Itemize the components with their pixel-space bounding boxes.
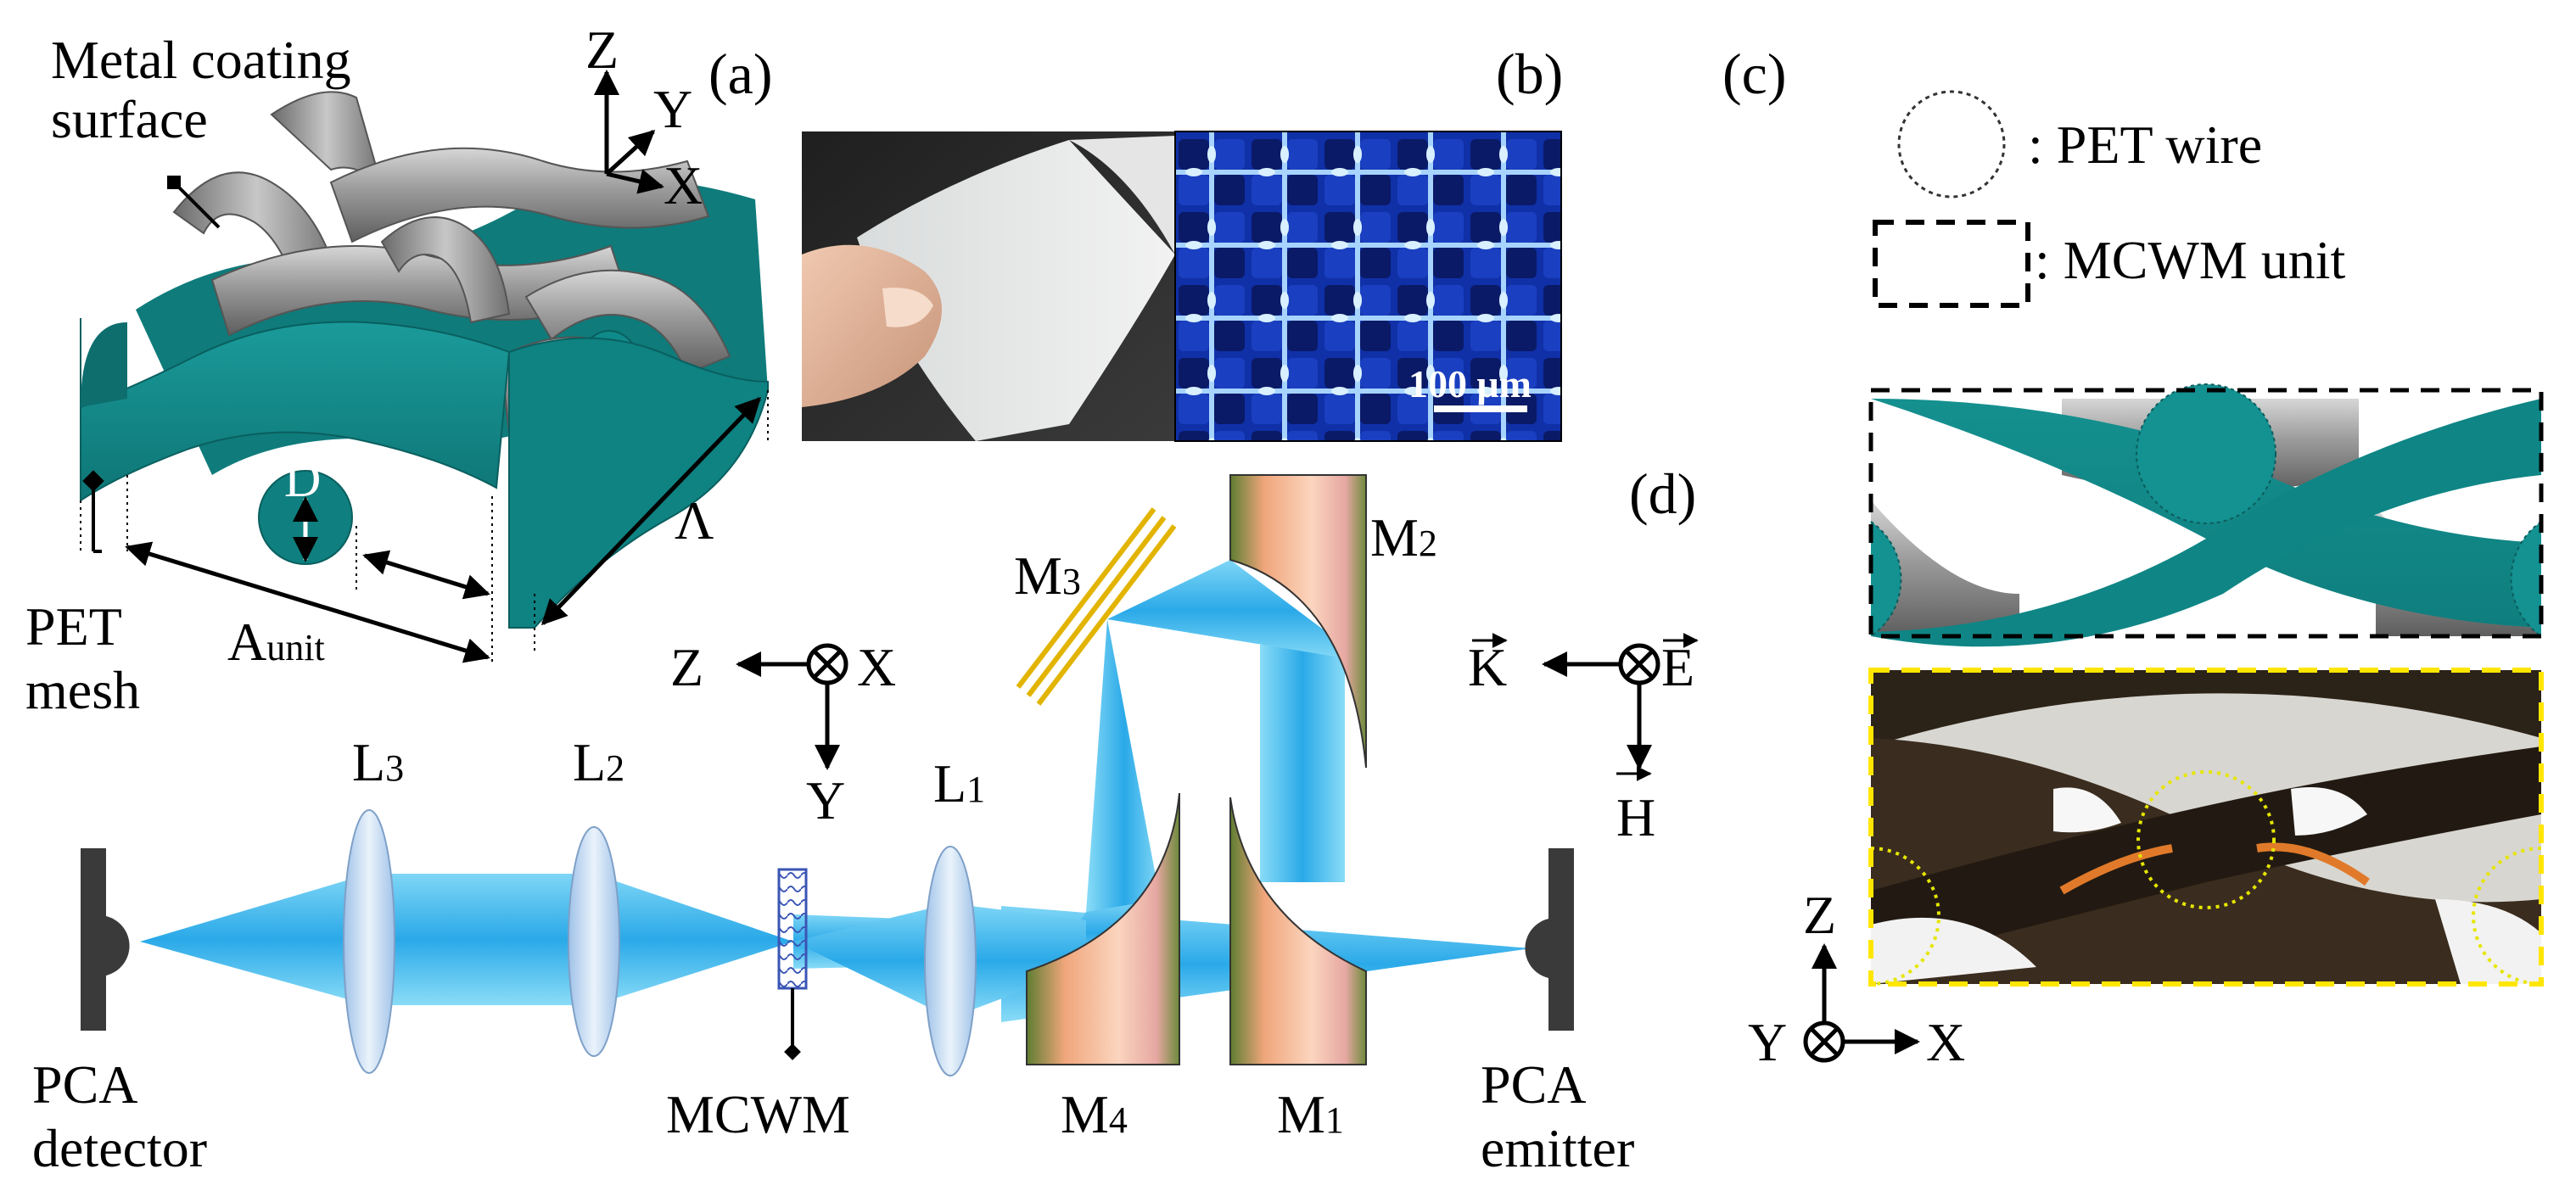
dim-d-label: D bbox=[284, 451, 321, 507]
mirror-m1 bbox=[1229, 797, 1367, 1065]
pca-emitter bbox=[1525, 848, 1574, 1031]
panel-label-c: (c) bbox=[1722, 42, 1786, 106]
field-triad bbox=[1472, 633, 1699, 781]
pointers bbox=[82, 176, 221, 553]
lens-l2-label: L2 bbox=[573, 732, 624, 792]
scale-bar bbox=[1434, 405, 1527, 412]
axis-z-label-a: Z bbox=[585, 20, 619, 80]
mirror-m4 bbox=[1026, 792, 1180, 1065]
legend-pet-wire-label: : PET wire bbox=[2028, 115, 2262, 175]
dim-lambda-label: Λ bbox=[675, 490, 714, 551]
axis-x-label-a: X bbox=[664, 155, 703, 215]
panel-b: 100 μm (b) bbox=[802, 42, 1563, 442]
lens-l3 bbox=[343, 809, 395, 1074]
field-h-label: H bbox=[1616, 787, 1655, 847]
micrograph-weave bbox=[1175, 131, 1561, 441]
mirror-m2-label: M2 bbox=[1370, 507, 1437, 567]
pet-mesh-label-line1: PET bbox=[25, 596, 122, 657]
mirror-m4-label: M4 bbox=[1061, 1084, 1128, 1144]
axis-y-label-a: Y bbox=[653, 79, 692, 139]
dim-a-subscript: unit bbox=[266, 627, 324, 668]
panel-label-d: (d) bbox=[1629, 461, 1696, 526]
field-k-label: K bbox=[1468, 637, 1507, 697]
legend-mcwm-unit-label: : MCWM unit bbox=[2035, 230, 2345, 290]
lens-l1 bbox=[924, 846, 977, 1076]
dimension-arrows bbox=[125, 396, 762, 663]
axis-y-label-c: Y bbox=[1748, 1012, 1787, 1072]
axes-c bbox=[1803, 943, 1920, 1063]
dim-w-label: W bbox=[361, 505, 409, 561]
panel-label-b: (b) bbox=[1496, 42, 1563, 106]
lens-l3-label: L3 bbox=[352, 732, 404, 792]
pet-mesh-label-line2: mesh bbox=[25, 660, 140, 720]
axis-y-label-d: Y bbox=[806, 770, 845, 830]
pca-detector bbox=[81, 848, 130, 1031]
field-e-label: E bbox=[1661, 637, 1694, 697]
detector-label-line1: PCA bbox=[32, 1054, 138, 1115]
sample-mcwm bbox=[777, 868, 808, 990]
emitter-label-line2: emitter bbox=[1481, 1118, 1634, 1178]
unit-cell-schematic bbox=[1868, 383, 2544, 647]
mirror-m3-label: M3 bbox=[1014, 545, 1081, 606]
axis-x-label-d: X bbox=[857, 637, 896, 697]
dim-a-label: Aunit bbox=[227, 612, 325, 672]
axes-d-sample bbox=[736, 643, 848, 770]
unit-cell-micrograph bbox=[1868, 668, 2544, 987]
axis-z-label-c: Z bbox=[1803, 885, 1836, 945]
metal-coating-label-line1: Metal coating bbox=[51, 30, 351, 90]
mirror-m3 bbox=[1016, 507, 1177, 706]
legend-mcwm-unit-symbol bbox=[1873, 220, 2030, 308]
panel-d: (d) Z X Y K E H M3 M2 M4 M1 L1 L2 L3 PCA… bbox=[32, 461, 1699, 1178]
emitter-label-line1: PCA bbox=[1481, 1054, 1587, 1115]
axis-x-label-c: X bbox=[1926, 1012, 1965, 1072]
scale-bar-label: 100 μm bbox=[1408, 362, 1532, 405]
panel-c: (c) : PET wire : MCWM unit bbox=[1722, 42, 2544, 1072]
mirror-m1-label: M1 bbox=[1277, 1084, 1344, 1144]
sample-label: MCWM bbox=[666, 1084, 850, 1144]
axis-z-label-d: Z bbox=[670, 637, 703, 697]
lens-l1-label: L1 bbox=[933, 753, 985, 813]
lens-l2 bbox=[568, 826, 620, 1057]
panel-a: Metal coating surface Z Y X (a) D W Λ Au… bbox=[25, 20, 772, 720]
mesh-right-face bbox=[508, 337, 769, 629]
mirror-m2 bbox=[1229, 474, 1367, 769]
detector-label-line2: detector bbox=[32, 1118, 207, 1178]
legend-pet-wire-symbol bbox=[1897, 90, 2006, 198]
axes-a bbox=[594, 70, 664, 194]
metal-coating-label-line2: surface bbox=[51, 89, 208, 149]
panel-label-a: (a) bbox=[708, 42, 772, 106]
